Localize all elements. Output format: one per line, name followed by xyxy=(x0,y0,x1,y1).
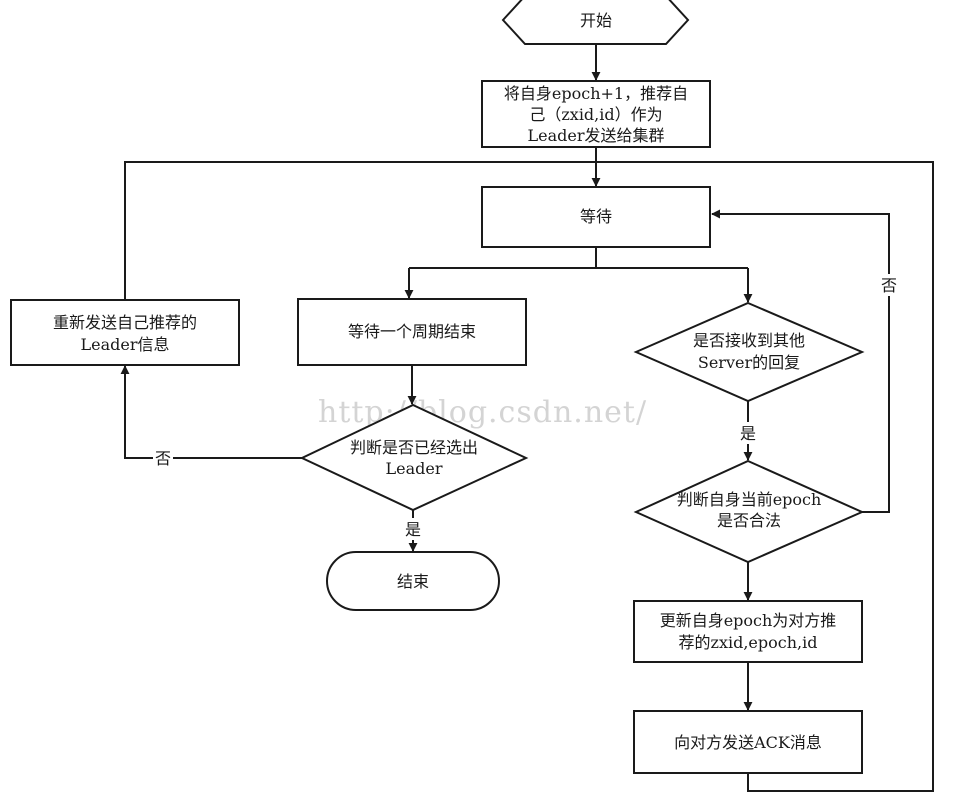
decide-leader-node: 判断是否已经选出 Leader xyxy=(299,403,529,512)
epoch-valid-node-line-2: 是否合法 xyxy=(717,511,781,530)
edge-ack-loop xyxy=(596,161,934,792)
end-node: 结束 xyxy=(326,551,500,611)
edge-label-bg xyxy=(737,422,759,444)
epoch-valid-node-line-1: 判断自身当前epoch xyxy=(677,490,822,509)
epoch-valid-node: 判断自身当前epoch 是否合法 xyxy=(633,459,865,564)
resend-node: 重新发送自己推荐的 Leader信息 xyxy=(10,299,240,366)
resend-node-line-1: 重新发送自己推荐的 xyxy=(53,313,197,332)
resend-node-line-2: Leader信息 xyxy=(81,335,170,354)
edge-label-yes-leader: 是 xyxy=(405,520,421,539)
decide-leader-node-line-2: Leader xyxy=(386,459,443,478)
send-ack-node: 向对方发送ACK消息 xyxy=(633,710,863,774)
update-node-line-1: 更新自身epoch为对方推 xyxy=(660,611,837,630)
edge-resend-loop xyxy=(124,161,596,300)
received-node-line-2: Server的回复 xyxy=(698,353,800,372)
recommend-node: 将自身epoch+1，推荐自 己（zxid,id）作为 Leader发送给集群 xyxy=(481,80,711,148)
update-node: 更新自身epoch为对方推 荐的zxid,epoch,id xyxy=(633,600,863,663)
watermark-text: http://blog.csdn.net/ xyxy=(318,395,647,430)
wait-period-node-label: 等待一个周期结束 xyxy=(348,322,476,341)
start-node-label: 开始 xyxy=(580,11,612,30)
received-node-line-1: 是否接收到其他 xyxy=(693,331,805,350)
edge-label-bg xyxy=(878,274,900,296)
send-ack-node-label: 向对方发送ACK消息 xyxy=(674,733,822,752)
wait-node-label: 等待 xyxy=(580,207,612,226)
end-node-label: 结束 xyxy=(397,572,429,591)
edges xyxy=(120,44,934,792)
edge-label-bg xyxy=(402,518,424,540)
recommend-node-line-1: 将自身epoch+1，推荐自 xyxy=(504,84,688,103)
decide-leader-node-line-1: 判断是否已经选出 xyxy=(350,438,478,457)
wait-period-node: 等待一个周期结束 xyxy=(297,298,527,366)
start-node: 开始 xyxy=(501,0,690,45)
edge-label-bg xyxy=(153,448,173,468)
edge-decide-to-resend xyxy=(120,365,302,459)
update-node-line-2: 荐的zxid,epoch,id xyxy=(679,633,818,652)
recommend-node-line-3: Leader发送给集群 xyxy=(528,126,665,145)
wait-node: 等待 xyxy=(481,186,711,248)
recommend-node-line-2: 己（zxid,id）作为 xyxy=(529,105,662,124)
edge-label-no-leader: 否 xyxy=(155,449,171,468)
edge-label-no-epoch: 否 xyxy=(881,276,897,295)
edge-epoch-to-wait xyxy=(711,209,890,513)
received-node: 是否接收到其他 Server的回复 xyxy=(633,301,865,403)
edge-label-yes-received: 是 xyxy=(740,424,756,443)
